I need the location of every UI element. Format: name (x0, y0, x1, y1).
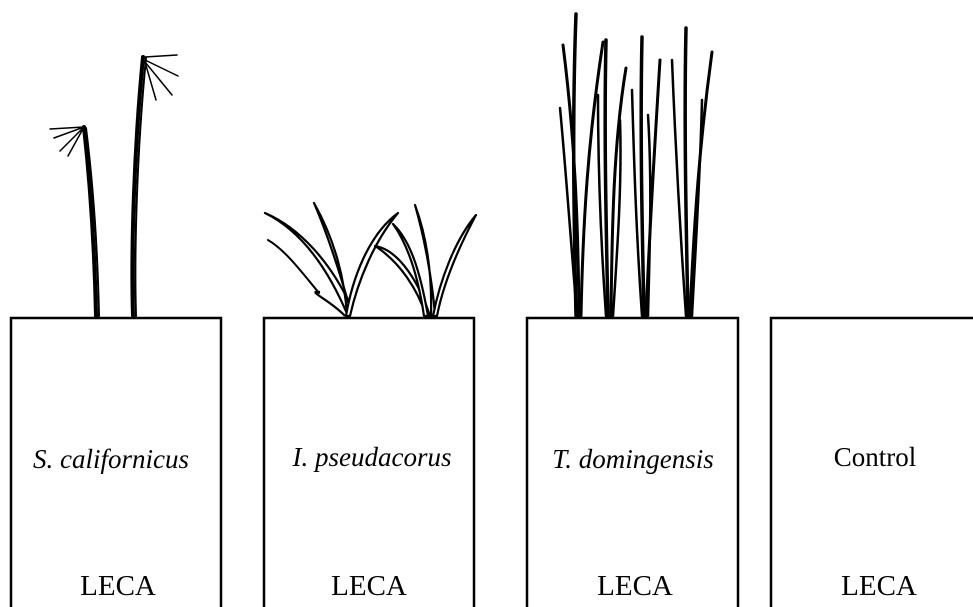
pot-1-plant-label: S. californicus (33, 444, 189, 474)
pot-1: S. californicus LECA (11, 318, 221, 607)
pot-4: Control LECA (771, 318, 973, 607)
pot-3-plant-label: T. domingensis (552, 444, 714, 474)
bulrush-icon (50, 55, 178, 316)
pot-2-medium-label: LECA (331, 570, 407, 602)
iris-icon (265, 203, 476, 316)
pot-3-medium-label: LECA (597, 570, 673, 602)
pot-4-medium-label: LECA (841, 570, 917, 602)
pot-2: I. pseudacorus LECA (264, 318, 474, 607)
cattail-icon (560, 14, 712, 316)
pot-4-plant-label: Control (834, 442, 917, 472)
pot-2-plant-label: I. pseudacorus (292, 442, 452, 472)
pot-3: T. domingensis LECA (527, 318, 738, 607)
pot-1-medium-label: LECA (80, 570, 156, 602)
